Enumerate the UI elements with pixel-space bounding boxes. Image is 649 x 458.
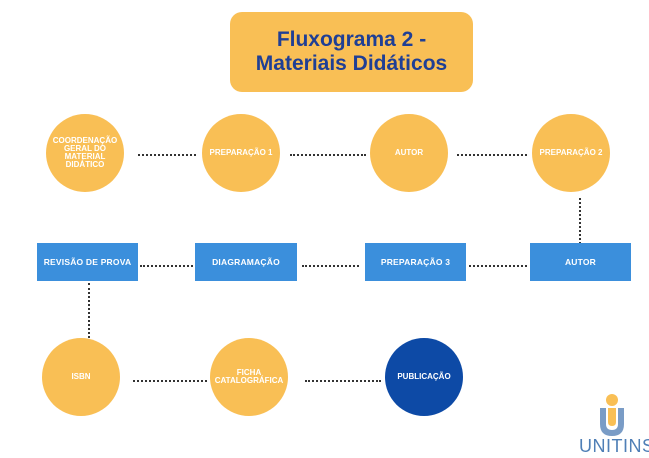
connector-preparacao2-autor2	[579, 198, 581, 244]
connector-isbn-ficha	[133, 380, 207, 382]
connector-ficha-publicacao	[305, 380, 381, 382]
node-preparacao-3-label: PREPARAÇÃO 3	[380, 257, 451, 267]
connector-preparacao1-autor	[290, 154, 366, 156]
node-preparacao-2: PREPARAÇÃO 2	[532, 114, 610, 192]
title-box: Fluxograma 2 - Materiais Didáticos	[230, 12, 473, 92]
node-preparacao-2-label: PREPARAÇÃO 2	[539, 148, 603, 157]
node-ficha-catalografica: FICHA CATALOGRÁFICA	[210, 338, 288, 416]
title-line-1: Fluxograma 2 -	[276, 28, 427, 51]
title-line-2: Materiais Didáticos	[255, 52, 448, 75]
node-preparacao-1: PREPARAÇÃO 1	[202, 114, 280, 192]
node-diagramacao-label: DIAGRAMAÇÃO	[212, 257, 280, 267]
node-ficha-label: FICHA CATALOGRÁFICA	[214, 368, 284, 385]
connector-revisao-diagramacao	[140, 265, 193, 267]
connector-diagramacao-preparacao3	[302, 265, 359, 267]
node-coordenacao-label: COORDENAÇÃO GERAL DO MATERIAL DIDÁTICO	[52, 136, 118, 169]
node-coordenacao: COORDENAÇÃO GERAL DO MATERIAL DIDÁTICO	[46, 114, 124, 192]
node-revisao-label: REVISÃO DE PROVA	[43, 257, 132, 267]
connector-coordenacao-preparacao1	[138, 154, 196, 156]
node-isbn: ISBN	[42, 338, 120, 416]
node-preparacao-1-label: PREPARAÇÃO 1	[209, 148, 273, 157]
node-diagramacao: DIAGRAMAÇÃO	[195, 243, 297, 281]
node-autor-2: AUTOR	[530, 243, 631, 281]
connector-revisao-isbn	[88, 283, 90, 338]
node-publicacao: PUBLICAÇÃO	[385, 338, 463, 416]
node-autor-1-label: AUTOR	[394, 148, 424, 157]
node-publicacao-label: PUBLICAÇÃO	[397, 372, 451, 381]
node-autor-2-label: AUTOR	[564, 257, 597, 267]
connector-autor-preparacao2	[457, 154, 527, 156]
node-preparacao-3: PREPARAÇÃO 3	[365, 243, 466, 281]
unitins-logo-text: UNITINS	[579, 436, 649, 456]
node-revisao-de-prova: REVISÃO DE PROVA	[37, 243, 138, 281]
node-autor-1: AUTOR	[370, 114, 448, 192]
node-isbn-label: ISBN	[71, 372, 91, 381]
unitins-logo-icon	[600, 394, 624, 436]
connector-preparacao3-autor2	[469, 265, 527, 267]
